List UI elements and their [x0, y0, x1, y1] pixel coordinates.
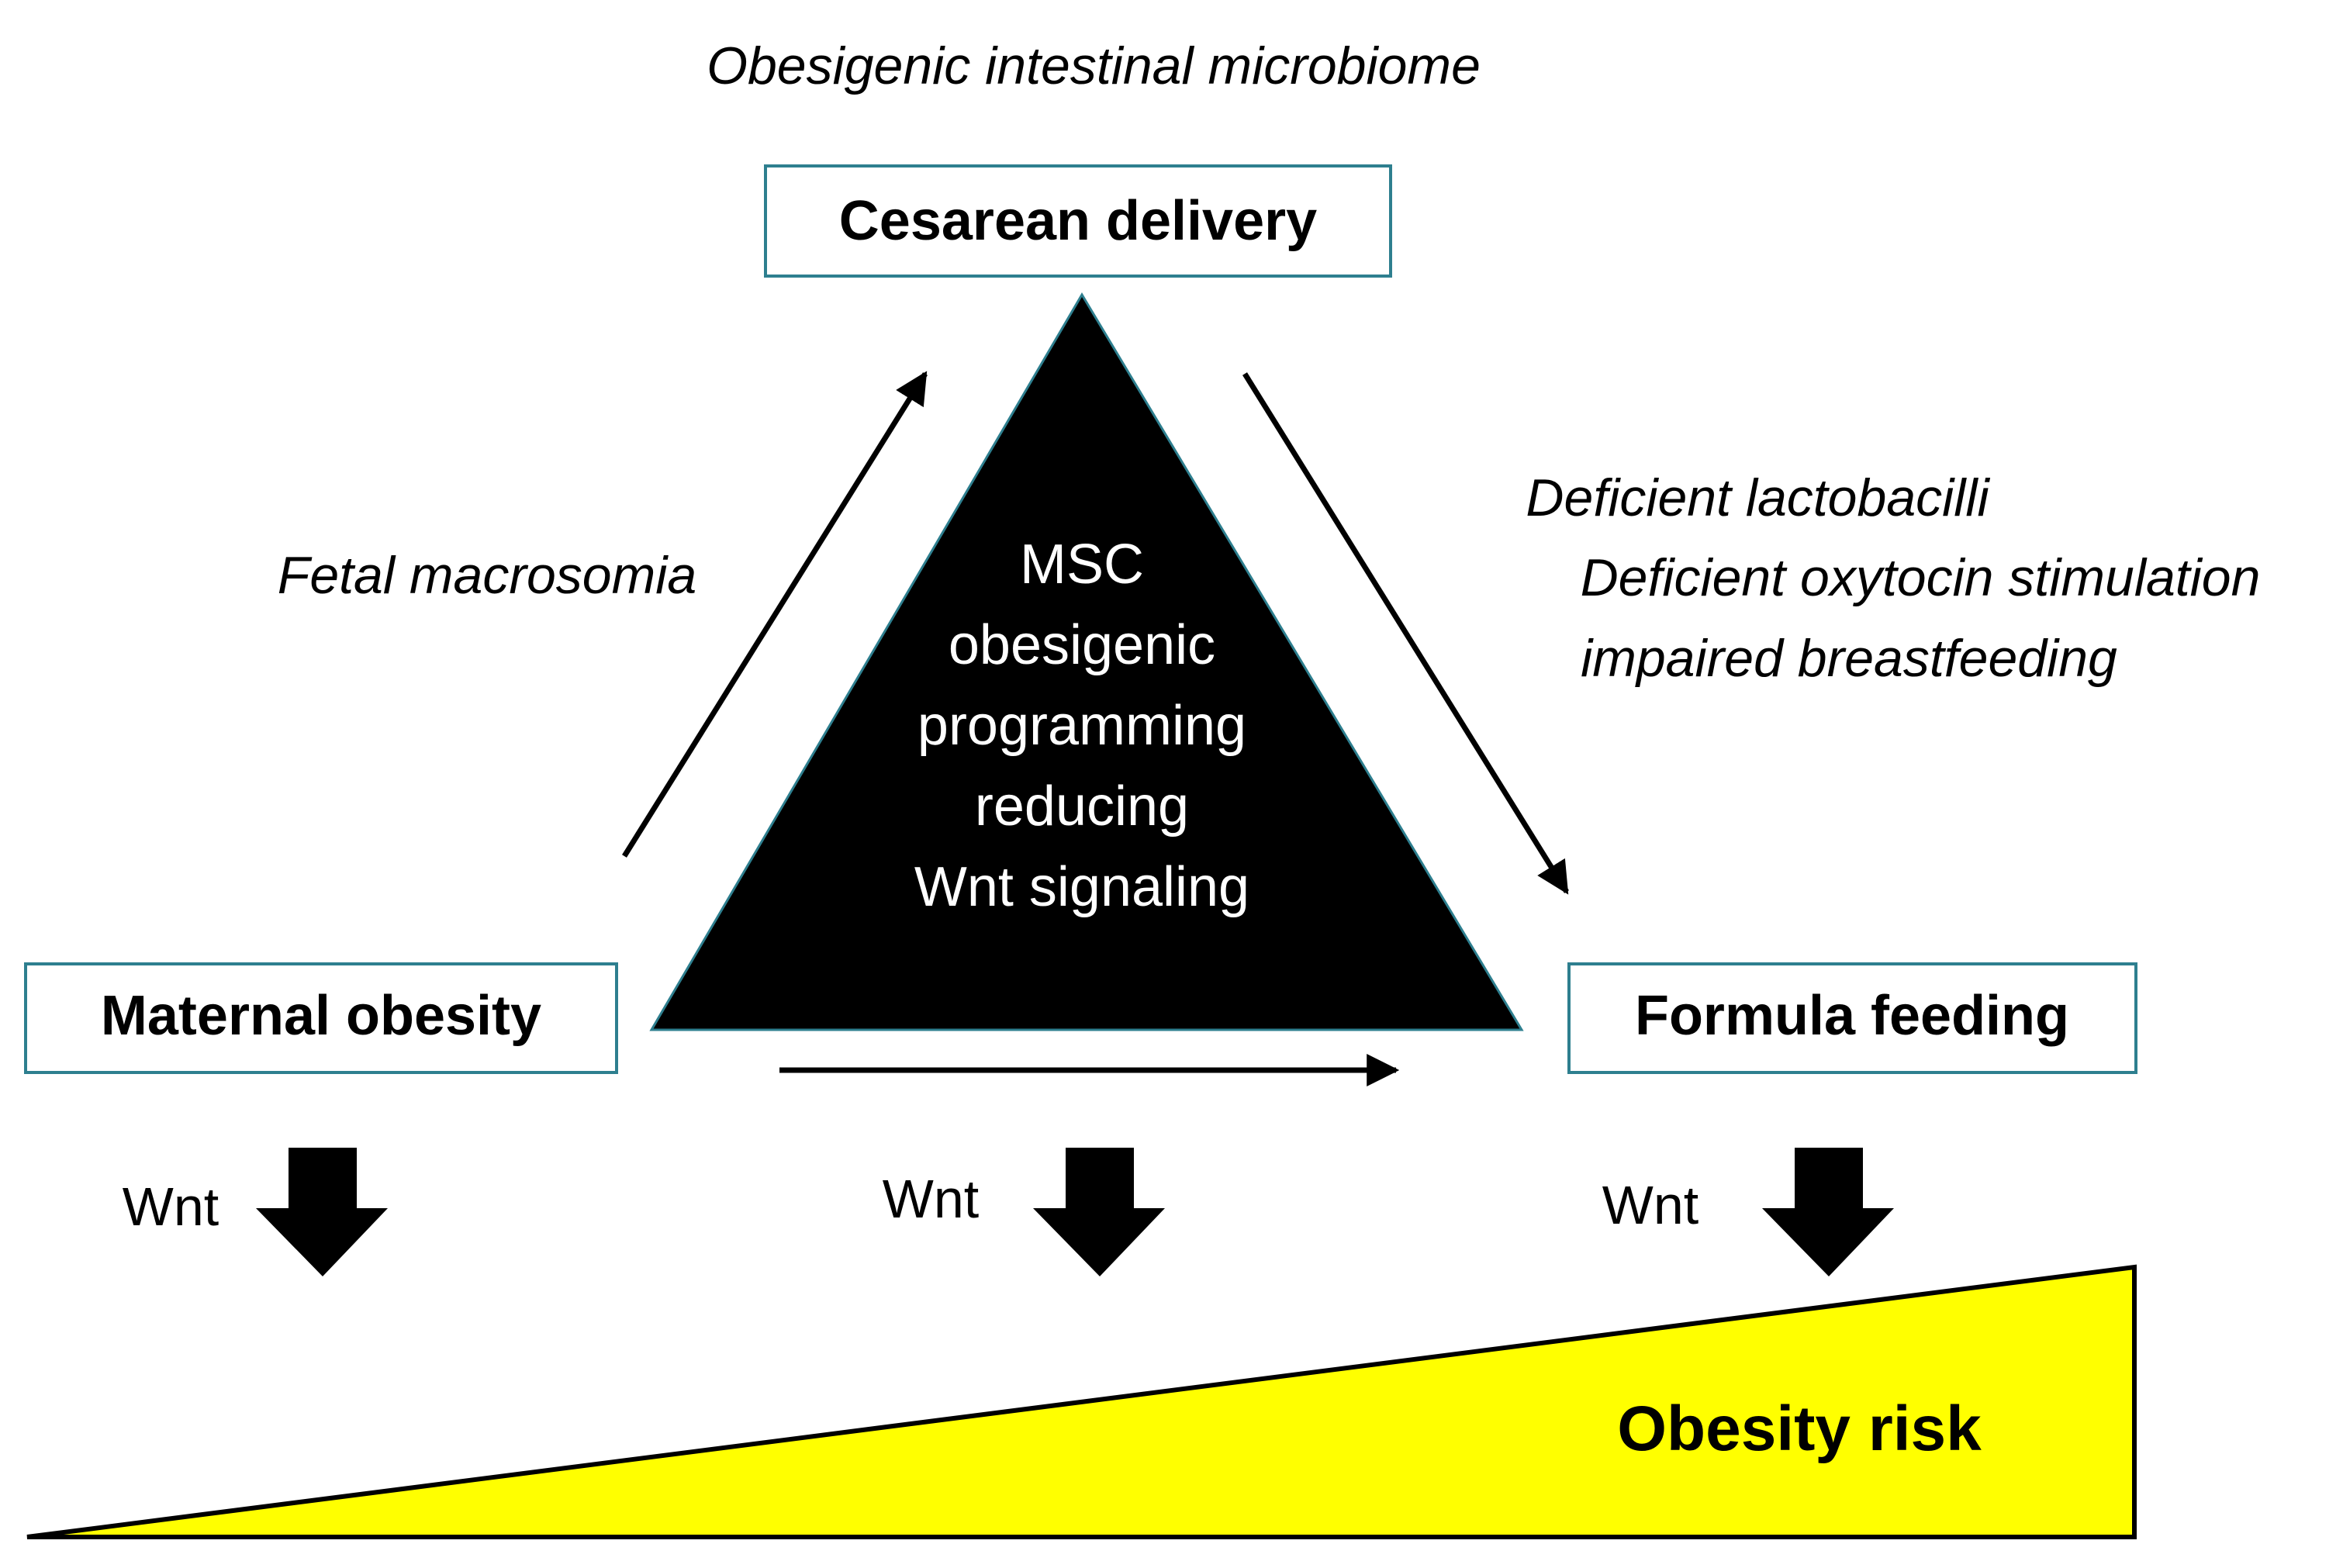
wnt-label-center: Wnt: [883, 1169, 979, 1229]
down-arrow-left: [256, 1148, 388, 1276]
maternal-obesity-label: Maternal obesity: [101, 985, 541, 1047]
obesity-risk-label: Obesity risk: [1617, 1394, 1982, 1464]
deficient-oxytocin-label: Deficient oxytocin stimulation: [1581, 548, 2261, 607]
formula-feeding-box: [1567, 962, 2137, 1074]
down-arrow-center: [1033, 1148, 1165, 1276]
cesarean-delivery-box: [764, 164, 1392, 278]
maternal-obesity-box: [24, 962, 618, 1074]
microbiome-caption: Obesigenic intestinal microbiome: [707, 36, 1481, 95]
formula-feeding-node: Formula feeding: [1567, 962, 2137, 1074]
arrow-cesarean-to-formula: [1242, 372, 1569, 895]
triangle-line-2: obesigenic: [949, 614, 1215, 676]
deficient-lactobacilli-label: Deficient lactobacilli: [1526, 468, 1990, 527]
fetal-macrosomia-label: Fetal macrosomia: [278, 546, 696, 605]
triangle-line-5: Wnt signaling: [914, 856, 1249, 918]
central-triangle: [649, 292, 1524, 1031]
wnt-label-left: Wnt: [123, 1176, 219, 1237]
cesarean-delivery-label: Cesarean delivery: [839, 190, 1317, 252]
cesarean-delivery-node: Cesarean delivery: [764, 164, 1392, 278]
triangle-line-1: MSC: [1020, 534, 1144, 596]
triangle-text: MSC obesigenic programming reducing Wnt …: [914, 534, 1249, 918]
triangle-line-3: programming: [918, 695, 1246, 757]
impaired-breastfeeding-label: impaired breastfeeding: [1581, 629, 2117, 688]
maternal-obesity-node: Maternal obesity: [24, 962, 618, 1074]
arrow-maternal-to-cesarean: [622, 371, 928, 858]
obesity-risk-wedge: [26, 1264, 2137, 1539]
formula-feeding-label: Formula feeding: [1635, 985, 2069, 1047]
triangle-line-4: reducing: [975, 775, 1189, 838]
wnt-label-right: Wnt: [1602, 1175, 1699, 1235]
down-arrow-right: [1762, 1148, 1894, 1276]
